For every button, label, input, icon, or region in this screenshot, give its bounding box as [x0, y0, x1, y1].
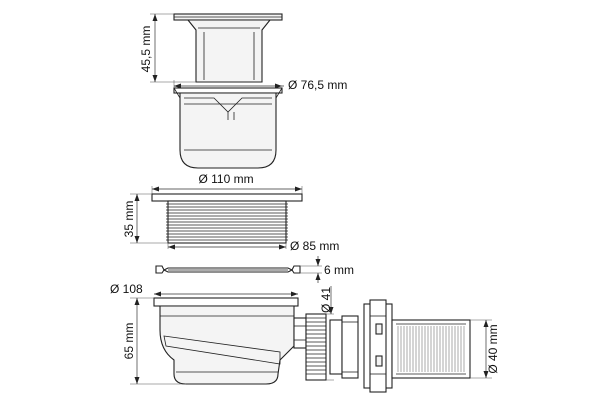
- reducer-ring: [329, 315, 359, 379]
- threaded-flange: [151, 193, 303, 244]
- gasket-thickness-label: 6 mm: [324, 263, 354, 277]
- thread-height-dimension: [130, 193, 168, 244]
- grate-diameter-label: Ø 76,5 mm: [288, 78, 347, 92]
- body-diameter-label: Ø 108: [110, 282, 143, 296]
- grate-diameter-dimension: [173, 80, 284, 89]
- grate-height-dimension: [150, 13, 196, 83]
- thread-diameter-label: Ø 85 mm: [290, 239, 339, 253]
- body-height-label: 65 mm: [122, 323, 136, 360]
- outlet-nozzle: [305, 313, 327, 381]
- outlet-diameter-label: Ø 41: [319, 287, 333, 313]
- nozzle-thread-ridges: [306, 317, 326, 375]
- body-height-dimension: [130, 297, 186, 385]
- pipe-diameter-dimension: [470, 319, 492, 379]
- pipe-shading: [397, 326, 465, 372]
- gasket-thickness-dimension: [300, 256, 322, 283]
- outlet-diameter-dimension: [326, 286, 334, 381]
- clamp-nut: [363, 299, 393, 393]
- outlet-pipe: [391, 319, 471, 379]
- grate-height-label: 45,5 mm: [139, 26, 153, 73]
- flange-diameter-dimension: [151, 186, 303, 194]
- thread-height-label: 35 mm: [122, 201, 136, 238]
- thread-diameter-dimension: [167, 243, 287, 250]
- gasket: [155, 265, 301, 274]
- body-diameter-dimension: [154, 291, 298, 297]
- drain-body: [153, 297, 307, 385]
- thread-ridges: [166, 203, 288, 241]
- flange-diameter-label: Ø 110 mm: [198, 172, 253, 186]
- grate-strainer: [173, 13, 283, 83]
- trap-cup: [173, 87, 283, 169]
- pipe-diameter-label: Ø 40 mm: [486, 324, 500, 373]
